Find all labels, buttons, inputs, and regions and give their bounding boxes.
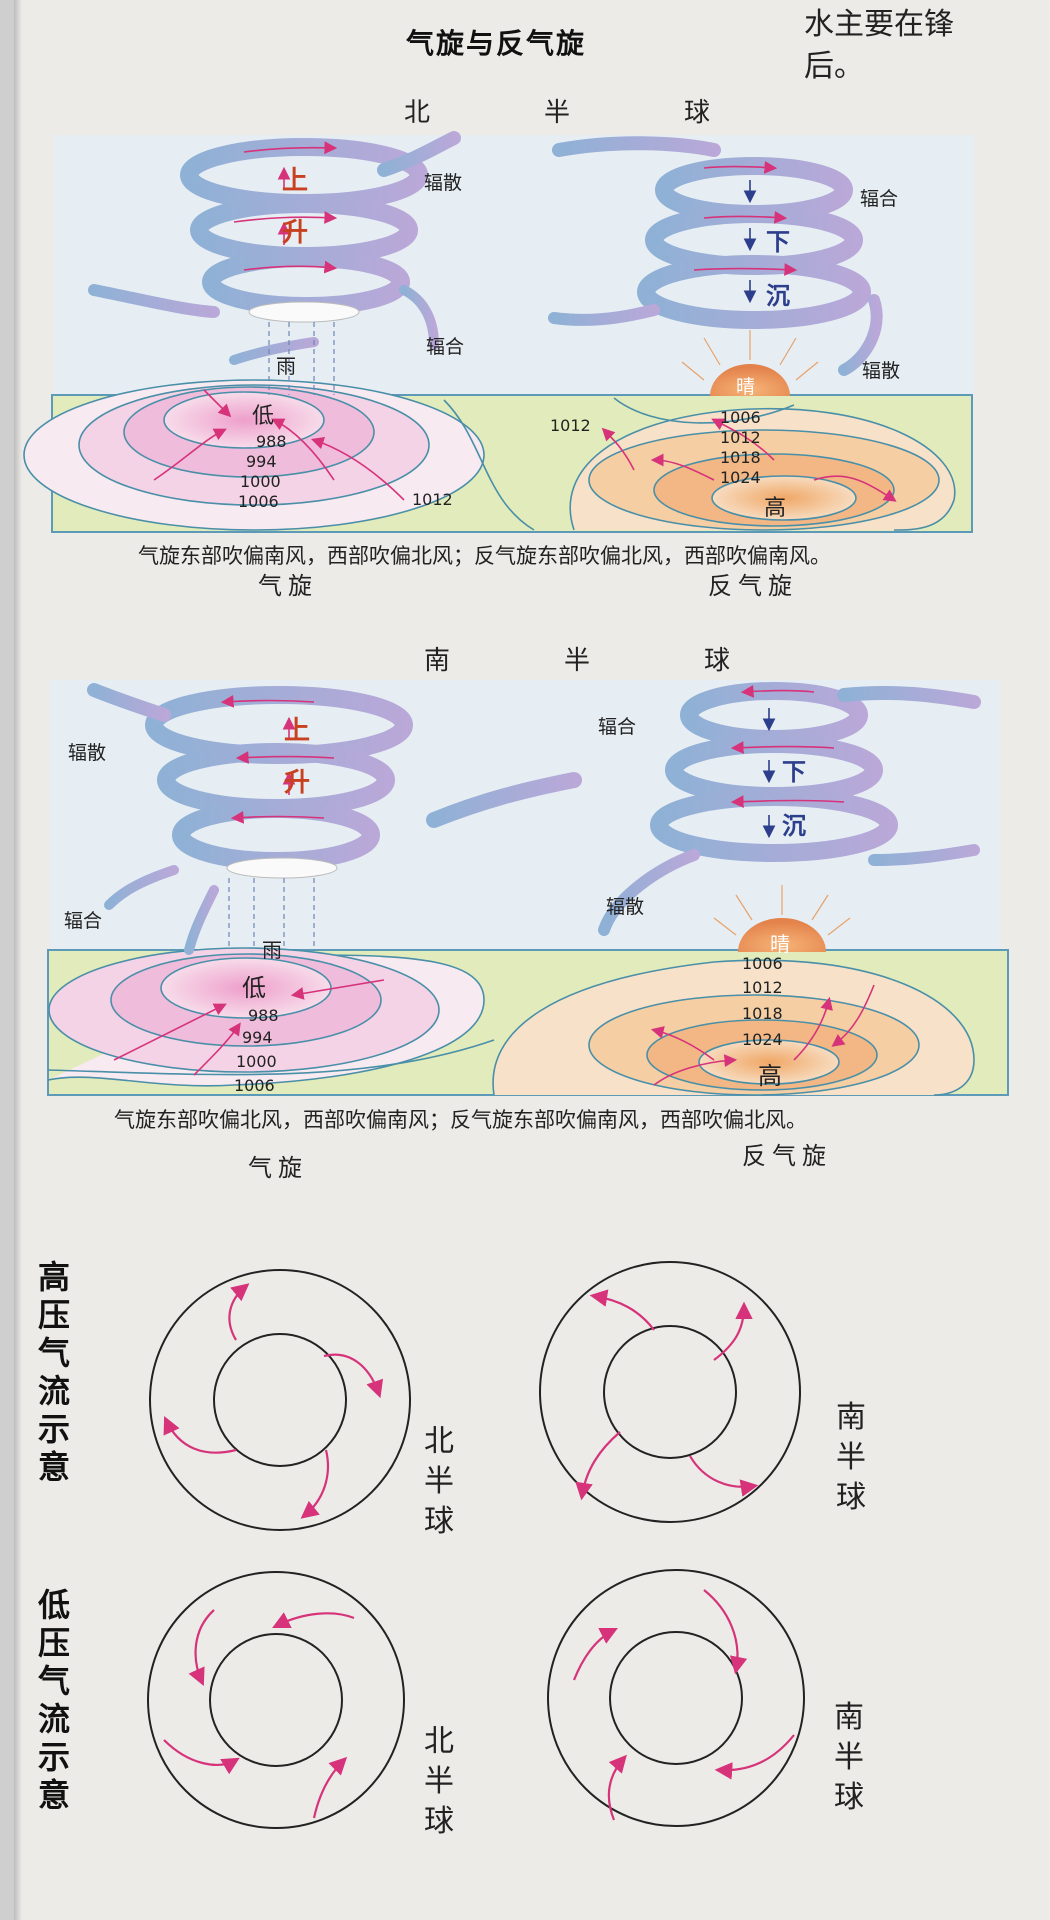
flow-high-south-label: 南半球: [836, 1400, 866, 1515]
south-anticyclone-spiral: [598, 682, 981, 936]
north-rain-lines: [268, 322, 335, 395]
low-pressure-flow-label: 低压气流示意: [37, 1586, 70, 1814]
flow-schematics: [147, 1261, 805, 1829]
north-high-isobar-1012b: 1012: [720, 428, 761, 447]
south-rain-label: 雨: [262, 938, 282, 962]
high-north-outer-ring: [149, 1269, 411, 1531]
north-cloud: [248, 301, 360, 323]
north-anticyclone-down2: 沉: [766, 282, 790, 310]
north-low-isobar-1006: 1006: [238, 492, 279, 511]
south-high-label: 高: [758, 1062, 782, 1090]
south-anticyclone-diverge: 辐散: [606, 896, 645, 918]
north-low-isobar-994: 994: [246, 452, 277, 471]
flow-low-south-label: 南半球: [834, 1700, 864, 1815]
north-high-isobars: [569, 397, 956, 531]
low-north-inner-ring: [209, 1633, 343, 1767]
north-surface-arrows: [153, 389, 897, 502]
south-anticyclone-converge: 辐合: [598, 716, 637, 738]
north-anticyclone-arrows: [693, 160, 798, 276]
north-high-isobar-1024: 1024: [720, 468, 761, 487]
south-low-isobar-988: 988: [248, 1006, 279, 1025]
north-anticyclone-label: 反气旋: [708, 572, 798, 600]
north-low-isobars: [23, 379, 535, 531]
south-anticyclone-label: 反气旋: [742, 1142, 832, 1170]
north-rain-label: 雨: [276, 354, 296, 378]
north-anticyclone-converge: 辐合: [860, 188, 899, 210]
north-clear-label: 晴: [736, 376, 756, 398]
north-diagram: [23, 131, 974, 533]
high-north-inner-ring: [213, 1333, 347, 1467]
south-cloud: [226, 857, 338, 879]
south-cyclone-arrows: [220, 694, 335, 824]
low-north-outer-ring: [147, 1571, 405, 1829]
south-clear-label: 晴: [770, 932, 790, 956]
north-high-label: 高: [764, 496, 787, 521]
north-high-isobar-1006: 1006: [720, 408, 761, 427]
north-sun: [681, 330, 819, 396]
north-cyclone-label: 气旋: [258, 572, 318, 600]
south-cyclone-up1: 上: [284, 716, 311, 746]
flow-arrows: [163, 1283, 795, 1821]
north-cyclone-up1: 上: [282, 166, 309, 196]
south-high-isobars: [47, 959, 975, 1096]
south-low-label: 低: [242, 974, 266, 1002]
south-high-isobar-1012: 1012: [742, 978, 783, 997]
flow-high-north-label: 北半球: [424, 1424, 454, 1539]
south-high-isobar-1024: 1024: [742, 1030, 783, 1049]
south-cyclone-up2: 升: [284, 768, 311, 798]
low-south-outer-ring: [547, 1569, 805, 1827]
north-low-label: 低: [252, 404, 275, 429]
south-caption: 气旋东部吹偏北风，西部吹偏南风；反气旋东部吹偏南风，西部吹偏北风。: [114, 1108, 807, 1132]
page-title: 气旋与反气旋: [406, 27, 587, 60]
north-cyclone-converge: 辐合: [426, 336, 465, 358]
north-cyclone-up2: 升: [282, 218, 309, 248]
north-anticyclone-down1: 下: [766, 228, 790, 256]
north-anticyclone-spiral: [548, 136, 883, 376]
north-cyclone-arrows: [233, 141, 338, 274]
south-high-isobar-1006: 1006: [742, 954, 783, 973]
north-high-isobar-1018: 1018: [720, 448, 761, 467]
south-anticyclone-down1: 下: [782, 758, 806, 786]
high-pressure-flow-label: 高压气流示意: [37, 1258, 70, 1486]
south-low-isobar-1000: 1000: [236, 1052, 277, 1071]
south-cyclone-diverge: 辐散: [68, 742, 107, 764]
north-caption: 气旋东部吹偏南风，西部吹偏北风；反气旋东部吹偏北风，西部吹偏南风。: [138, 544, 831, 568]
south-low-isobar-994: 994: [242, 1028, 273, 1047]
high-south-inner-ring: [603, 1325, 737, 1459]
south-cyclone-label: 气旋: [248, 1154, 308, 1182]
north-hemisphere-heading: 北 半 球: [404, 98, 755, 128]
south-cyclone-converge: 辐合: [64, 910, 103, 932]
south-low-isobar-1006: 1006: [234, 1076, 275, 1095]
south-rain-lines: [228, 878, 315, 950]
north-cyclone-diverge: 辐散: [424, 172, 463, 194]
south-sun: [713, 885, 851, 952]
low-south-inner-ring: [609, 1631, 743, 1765]
south-diagram: [47, 680, 1009, 1096]
south-hemisphere-heading: 南 半 球: [424, 646, 775, 676]
north-high-isobar-1012a: 1012: [550, 416, 591, 435]
north-low-isobar-988: 988: [256, 432, 287, 451]
south-anticyclone-down2: 沉: [782, 812, 806, 840]
north-low-isobar-1000: 1000: [240, 472, 281, 491]
south-low-isobars: [47, 947, 485, 1087]
north-anticyclone-diverge: 辐散: [862, 360, 901, 382]
south-high-isobar-1018: 1018: [742, 1004, 783, 1023]
south-anticyclone-arrows: [730, 684, 845, 809]
north-low-isobar-1012: 1012: [412, 490, 453, 509]
textbook-page: 气旋与反气旋 水主要在锋后。 北 半 球: [14, 0, 1050, 1920]
south-surface-arrows: [113, 979, 875, 1086]
corner-text: 水主要在锋后。: [804, 7, 954, 84]
high-south-outer-ring: [539, 1261, 801, 1523]
flow-low-north-label: 北半球: [424, 1724, 454, 1839]
